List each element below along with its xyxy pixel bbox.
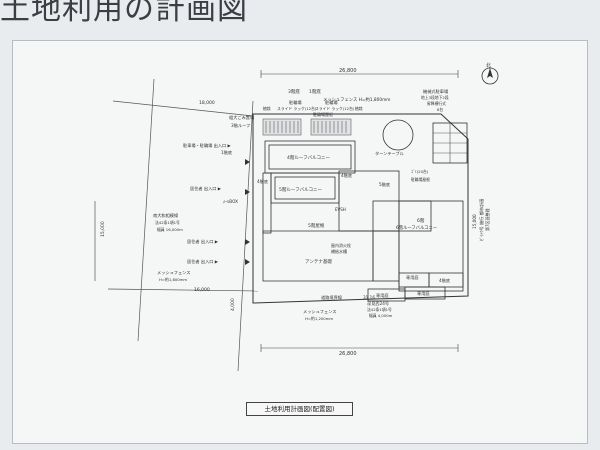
fence-left-label: メッシュフェンス [157, 270, 190, 276]
left-bottom-dimension-label: 16,000 [194, 287, 210, 293]
private-garden-c-label: 専用庭 [417, 290, 430, 297]
car-entry-label: 駐車場・駐輪場 出入口 ▶ [183, 142, 232, 149]
bike-parking-roof-label: 駐輪場屋根 [411, 177, 430, 182]
bike-rack-right [310, 118, 352, 136]
f6-label: 6階 [417, 217, 425, 224]
bike-roof-label: 駐輪場屋根 [313, 111, 333, 117]
floor3-top-label: 3階底 [288, 88, 300, 95]
f4-mid-label: 4階底 [341, 172, 352, 179]
bike-right-label: 駐輪場 [325, 99, 338, 106]
south-road-label: 南大和相模線 [153, 212, 179, 219]
site-plan-sheet: 北 26,800 26,800 [12, 40, 588, 444]
trash-label: ｺﾞﾐ(20台) [411, 169, 429, 174]
north-label: 北 [486, 62, 491, 69]
parking-mech-sub2: 昇降横行式 [427, 101, 446, 106]
site-boundary [252, 113, 469, 304]
parking-mech-label: 機械式駐車場 [423, 88, 449, 95]
f5-mid-label: 5階底 [379, 181, 390, 188]
mbox-label: ﾒｰﾙBOX [223, 199, 238, 204]
fence-left-sub: H=約1,800mm [159, 277, 187, 282]
f6-roof-balcony-label: 6階ルーフバルコニー [396, 224, 437, 231]
bike-rack-left [262, 118, 302, 136]
private-garden-a-label: 専用庭 [406, 274, 419, 281]
right-road-sub: 第7区画整理 [484, 208, 490, 231]
page-title: 土地利用の計画図 [0, 0, 248, 27]
bottom-road-label: 深見西24号 [367, 300, 389, 307]
south-road-sub2: 幅員 16,000m [157, 227, 183, 232]
resident-entry3-label: 居住者 出入口 ▶ [187, 258, 219, 265]
private-garden-b-label: 専用庭 [376, 292, 389, 299]
fence-bottom-label: メッシュフェンス [303, 309, 336, 315]
parking-mech-sub3: 8台 [437, 107, 443, 112]
bottom-dimension: 26,800 [260, 344, 459, 357]
evsh-label: EVSH [335, 207, 346, 212]
right-side-dimension-label: 15,000 [472, 214, 477, 229]
bottom-road-sub2: 幅員 4,000m [369, 313, 393, 318]
fence-top-label: メッシュフェンス H=約1,800mm [323, 96, 390, 103]
f4-balcony-label: 4階ルーフバルコニー [287, 154, 331, 161]
south-road-sub1: 法42条1項1号 [155, 220, 180, 225]
fence-bottom-sub: H=約1,200mm [305, 316, 333, 321]
bike-left-label: 駐輪場 [289, 99, 302, 106]
indoor-fire-label: 屋内消火栓 [331, 242, 351, 248]
f5-roof-balcony-label: 5階ルーフバルコニー [279, 186, 323, 193]
indoor-fire-sub: 補給水槽 [331, 248, 347, 254]
floor1-top-label: 1階底 [309, 88, 321, 95]
road-width-label: 31.16 [363, 295, 375, 300]
mechanical-parking [432, 122, 468, 164]
bike-left-sub: スライド ラック(12台) [277, 106, 317, 111]
north-arrow-icon: 北 [481, 62, 499, 85]
left-side-dimension-label: 15,000 [100, 221, 106, 237]
road-line-label: 道路境界線 [321, 294, 343, 301]
top-width-label: 26,800 [339, 68, 357, 74]
left-road-dimension-label: 4,000 [230, 298, 236, 311]
trees-b-label: 植栽 [355, 106, 363, 111]
bottom-width-label: 26,800 [339, 351, 357, 357]
f5-roof-label: 5階屋根 [308, 222, 325, 229]
turntable-label: ターンテーブル [375, 150, 404, 157]
turntable-icon [382, 119, 414, 151]
building-footprint [262, 140, 464, 302]
bottom-road-sub1: 法42条1項1号 [367, 307, 392, 312]
f4-side-label: 4階底 [257, 178, 268, 185]
parking-mech-sub1: 地上3段地下2段 [421, 95, 449, 100]
resident-entry2-label: 居住者 出入口 ▶ [187, 238, 219, 245]
left-road-lines [94, 78, 259, 372]
top-dimension: 26,800 [260, 68, 459, 78]
trees-a-label: 植栽 [263, 106, 271, 111]
antenna-label: アンテナ基礎 [305, 258, 332, 265]
bike-right-sub: スライド ラック(12台) [315, 106, 355, 111]
entry-arrows [245, 159, 250, 265]
right-road-label: ｾﾞｲﾄｳ号 施行 都市計画 [478, 199, 485, 241]
resident-entry-label: 居住者 出入口 ▶ [190, 185, 222, 192]
bulk-waste-label: 粗大ごみ置場 [229, 114, 255, 121]
upper-dimension-label: 18,000 [199, 100, 215, 106]
f4-bottom-label: 4階底 [439, 277, 450, 284]
site-plan-drawing: 北 26,800 26,800 [94, 62, 499, 372]
f3-balcony-label: 3階ルーフ [231, 122, 250, 129]
f1-floor-label: 1階底 [221, 149, 232, 156]
plan-caption: 土地利用計画図(配置図) [246, 402, 353, 416]
